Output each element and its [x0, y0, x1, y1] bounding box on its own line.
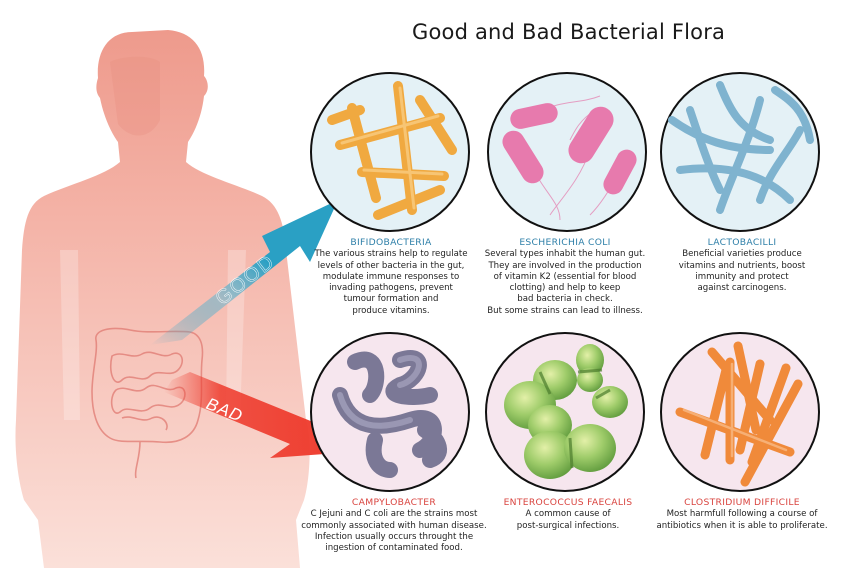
escherichia-coli-caption: ESCHERICHIA COLI Several types inhabit t… — [478, 237, 652, 317]
page-title: Good and Bad Bacterial Flora — [412, 20, 726, 44]
clostridium-difficile-illustration — [660, 332, 820, 492]
enterococcus-faecalis-caption: ENTEROCOCCUS FAECALIS A common cause of … — [488, 497, 648, 532]
intestines-icon — [91, 327, 204, 479]
bacteria-description: The various strains help to regulate lev… — [314, 249, 468, 316]
bacteria-name: CLOSTRIDIUM DIFFICILE — [684, 497, 800, 508]
bacteria-name: CAMPYLOBACTER — [351, 497, 437, 508]
bacteria-name: ENTEROCOCCUS FAECALIS — [503, 497, 633, 508]
bacteria-description: A common cause of post-surgical infectio… — [516, 509, 620, 531]
enterococcus-faecalis-illustration — [485, 332, 645, 492]
bifidobacteria-caption: BIFIDOBACTERIA The various strains help … — [308, 237, 474, 317]
bacteria-description: Beneficial varieties produce vitamins an… — [678, 249, 806, 294]
campylobacter-caption: CAMPYLOBACTER C Jejuni and C coli are th… — [296, 497, 492, 554]
lactobacilli-illustration — [660, 72, 820, 232]
bacteria-description: C Jejuni and C coli are the strains most… — [301, 509, 487, 554]
lactobacilli-caption: LACTOBACILLI Beneficial varieties produc… — [660, 237, 824, 294]
bifidobacteria-illustration — [310, 72, 470, 232]
campylobacter-illustration — [310, 332, 470, 492]
bacteria-description: Several types inhabit the human gut. The… — [484, 249, 646, 316]
clostridium-difficile-caption: CLOSTRIDIUM DIFFICILE Most harmfull foll… — [650, 497, 834, 532]
escherichia-coli-illustration — [487, 72, 647, 232]
bacteria-name: LACTOBACILLI — [707, 237, 777, 248]
bacteria-name: BIFIDOBACTERIA — [350, 237, 432, 248]
human-body-silhouette — [15, 30, 310, 568]
bacteria-name: ESCHERICHIA COLI — [519, 237, 611, 248]
bacteria-description: Most harmfull following a course of anti… — [656, 509, 828, 531]
